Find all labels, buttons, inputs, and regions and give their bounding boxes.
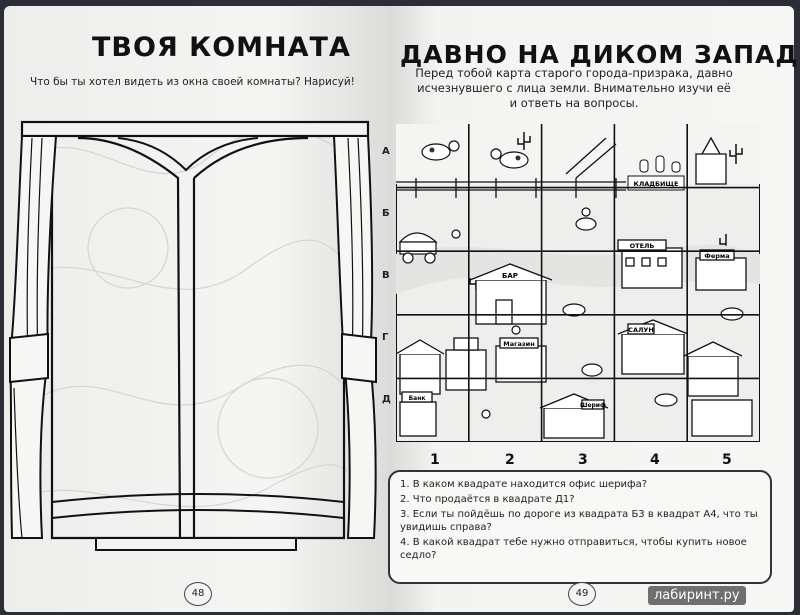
questions-box: 1. В каком квадрате находится офис шериф…	[388, 470, 772, 584]
question-item: 4. В какой квадрат тебе нужно отправитьс…	[400, 537, 747, 561]
left-page-title: ТВОЯ КОМНАТА	[92, 32, 351, 63]
col-label-3: 3	[578, 452, 588, 468]
western-town-map: КЛАДБИЩЕ БАР ОТЕЛЬ Ферма САЛУН Магазин	[396, 124, 760, 442]
question-item: 3. Если ты пойдёшь по дороге из квадрата…	[400, 509, 758, 533]
sign-hotel: ОТЕЛЬ	[630, 242, 655, 250]
sign-bank: Банк	[409, 395, 426, 402]
sign-saloon: САЛУН	[628, 326, 654, 334]
intro-line: исчезнувшего с лица земли. Внимательно и…	[417, 81, 731, 95]
row-label-g: Г	[382, 332, 389, 343]
page-number-left: 48	[184, 582, 212, 606]
intro-text: Перед тобой карта старого города-призрак…	[394, 66, 754, 111]
watermark: лабиринт.ру	[648, 586, 746, 605]
row-label-v: В	[382, 270, 390, 281]
row-label-a: А	[382, 146, 390, 157]
page-number-right: 49	[568, 582, 596, 606]
question-item: 1. В каком квадрате находится офис шериф…	[400, 479, 648, 490]
col-label-1: 1	[430, 452, 440, 468]
question-item: 2. Что продаётся в квадрате Д1?	[400, 494, 575, 505]
intro-line: Перед тобой карта старого города-призрак…	[415, 66, 733, 80]
col-label-5: 5	[722, 452, 732, 468]
col-label-2: 2	[505, 452, 515, 468]
row-label-b: Б	[382, 208, 390, 219]
left-page-instruction: Что бы ты хотел видеть из окна своей ком…	[30, 76, 355, 88]
intro-line: и ответь на вопросы.	[509, 96, 639, 110]
right-page-title: ДАВНО НА ДИКОМ ЗАПАДЕ	[400, 40, 800, 69]
sign-shop: Магазин	[503, 340, 534, 348]
sign-bar: БАР	[502, 272, 518, 280]
window-curtain-illustration	[8, 120, 377, 551]
col-label-4: 4	[650, 452, 660, 468]
row-label-d: Д	[382, 394, 391, 405]
sign-sheriff: Шериф	[580, 402, 606, 409]
sign-farm: Ферма	[704, 252, 729, 260]
sign-cemetery: КЛАДБИЩЕ	[634, 180, 679, 188]
